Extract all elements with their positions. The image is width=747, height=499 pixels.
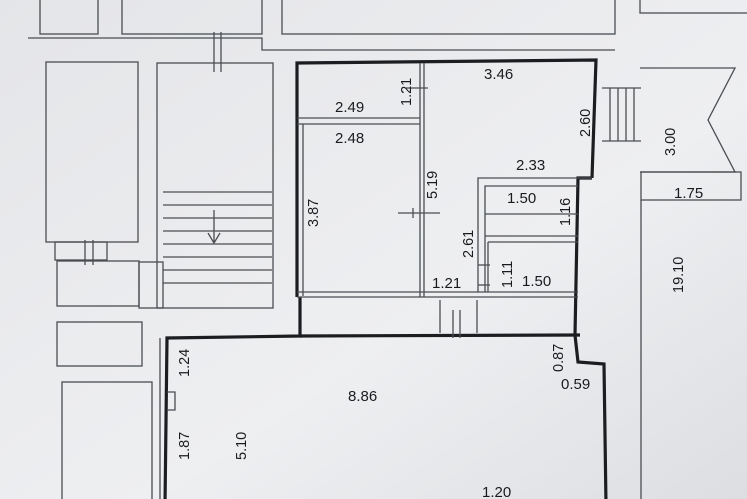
label-2-49: 2.49 (335, 99, 364, 116)
label-1-20: 1.20 (482, 484, 511, 499)
label-3-46: 3.46 (484, 66, 513, 83)
label-2-61: 2.61 (461, 230, 477, 258)
top-buildings (28, 0, 747, 51)
label-5-10: 5.10 (234, 432, 250, 460)
label-0-59: 0.59 (561, 376, 590, 393)
label-1-50-bottom: 1.50 (522, 273, 551, 290)
left-units (45, 61, 164, 499)
label-1-21-bottom: 1.21 (432, 275, 461, 292)
label-3-00: 3.00 (663, 128, 679, 156)
label-2-33: 2.33 (516, 157, 545, 174)
label-0-87: 0.87 (551, 344, 567, 372)
label-5-19: 5.19 (425, 171, 441, 199)
label-2-60: 2.60 (578, 109, 594, 137)
label-1-24: 1.24 (177, 349, 193, 377)
right-structures (602, 67, 742, 499)
label-1-75: 1.75 (674, 185, 703, 202)
label-1-16: 1.16 (558, 198, 574, 226)
label-1-87: 1.87 (177, 432, 193, 460)
label-3-87: 3.87 (306, 199, 322, 227)
label-1-21-top: 1.21 (399, 78, 415, 106)
label-2-48: 2.48 (335, 130, 364, 147)
stair-hall (156, 32, 274, 309)
interior-partitions (297, 63, 592, 338)
label-1-11: 1.11 (500, 261, 516, 288)
label-8-86: 8.86 (348, 388, 377, 405)
label-1-50-top: 1.50 (507, 190, 536, 207)
label-19-10: 19.10 (671, 257, 687, 293)
